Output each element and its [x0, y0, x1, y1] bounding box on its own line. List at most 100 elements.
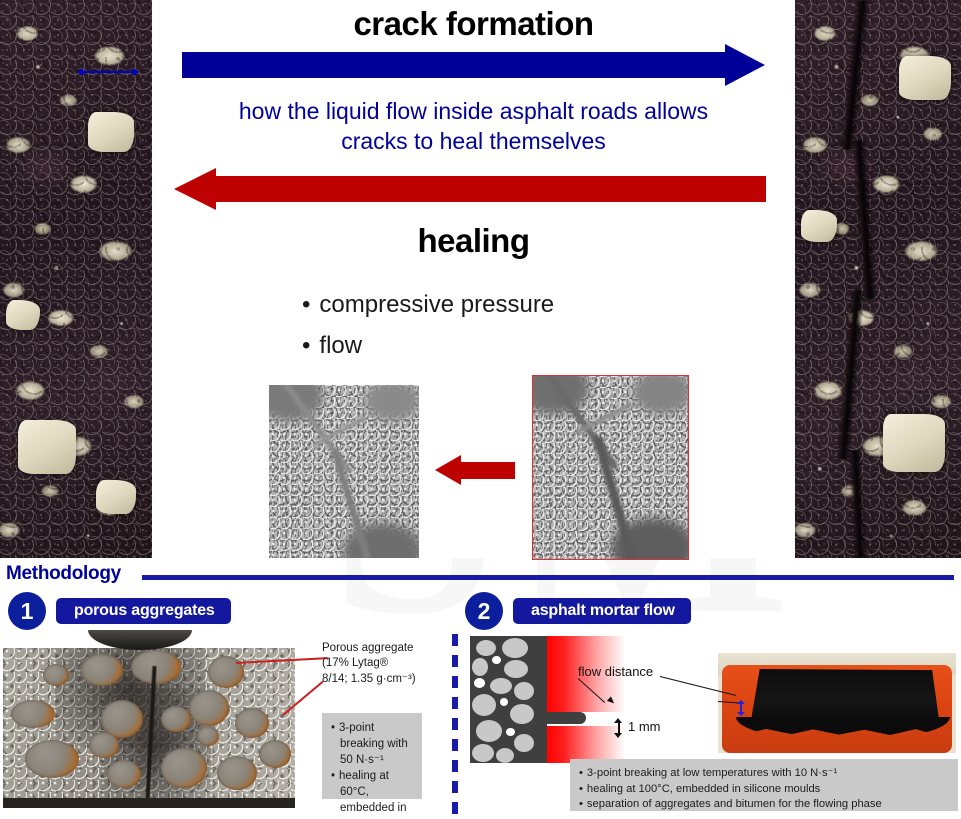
lytag-particle: [235, 708, 269, 738]
step-2-bullet: separation of aggregates and bitumen for…: [579, 797, 949, 813]
lytag-particle: [208, 656, 244, 688]
flow-heat-zone-bottom: [547, 726, 625, 763]
lytag-particle: [197, 726, 219, 746]
step-2-bullet: healing at 100°C, embedded in silicone m…: [579, 782, 949, 798]
aggregate-stone: [510, 704, 534, 724]
aggregate-stone: [476, 720, 502, 742]
mortar-specimen-photo: [718, 653, 956, 753]
lytag-particle: [25, 740, 79, 778]
caption-line-3: 8/14; 1.35 g·cm⁻³): [322, 672, 416, 685]
aggregate-void: [492, 656, 501, 664]
subtitle-line-1: how the liquid flow inside asphalt roads…: [238, 98, 709, 124]
subtitle-line-2: cracks to heal themselves: [341, 128, 606, 155]
silicone-mould: [722, 665, 952, 753]
aggregate-chunk: [883, 414, 945, 472]
aggregate-chunk: [18, 420, 76, 474]
flow-distance-label: flow distance: [578, 664, 654, 679]
flow-distance-measure-arrow: [77, 68, 139, 76]
loading-head: [88, 630, 192, 650]
healing-arrow: [174, 168, 766, 210]
arrow-head-left: [77, 68, 83, 76]
flow-heat-zone-top: [547, 636, 625, 712]
crack-formation-heading: crack formation: [353, 5, 594, 42]
healing-bullet-list: compressive pressure flow: [302, 284, 554, 367]
aggregate-stone: [476, 640, 496, 656]
ct-dark-region: [365, 385, 419, 421]
healing-bullet-item: compressive pressure: [302, 284, 554, 325]
lytag-particle: [259, 740, 291, 768]
asphalt-photo-left: [0, 0, 152, 558]
caption-line-1: Porous aggregate: [322, 642, 414, 654]
photo-gap-measure-arrow: [737, 700, 745, 716]
step-1-badge: 1: [8, 592, 46, 630]
step-2-title-pill: asphalt mortar flow: [513, 598, 691, 624]
lytag-particle: [217, 756, 257, 790]
bitumen-flow-spread: [736, 717, 950, 736]
specimen-photo: [3, 648, 295, 801]
aggregate-stone: [490, 678, 512, 694]
crack-formation-arrow: [182, 44, 765, 86]
step-1-bullets-box: 3-point breaking with 50 N·s⁻¹ healing a…: [322, 713, 422, 819]
measure-bar: [740, 703, 742, 713]
lytag-particle: [161, 748, 207, 788]
gap-label: 1 mm: [628, 719, 661, 734]
ct-scan-healed: [269, 385, 419, 558]
mortar-flow-schematic: [470, 636, 670, 763]
lytag-particle: [43, 664, 69, 686]
arrow-shaft: [459, 462, 515, 479]
measure-bar: [82, 71, 134, 74]
asphalt-photo-right: [795, 0, 961, 558]
aggregate-stone: [502, 638, 528, 658]
caption-line-2: (17% Lytag®: [322, 657, 389, 670]
ct-scan-cracked: [532, 375, 689, 560]
methodology-divider-rule: [142, 575, 954, 580]
arrow-head: [725, 44, 765, 86]
center-panel: crack formation how the liquid flow insi…: [152, 0, 795, 560]
aggregate-void: [500, 698, 508, 706]
porous-aggregate-caption: Porous aggregate (17% Lytag® 8/14; 1.35 …: [322, 641, 452, 687]
arrow-shaft: [182, 52, 727, 78]
gap-measure-arrow: [614, 718, 623, 738]
aggregate-chunk: [6, 300, 40, 330]
specimen-support-base: [3, 798, 295, 808]
aggregate-stone: [514, 734, 534, 752]
lytag-particle: [101, 700, 143, 738]
aggregate-void: [474, 678, 485, 688]
aggregate-chunk: [88, 112, 134, 152]
measure-bar: [618, 722, 620, 734]
aggregate-stone: [472, 744, 494, 762]
arrow-head-right: [133, 68, 139, 76]
mortar-horizontal-tongue: [538, 712, 586, 724]
step-2-badge: 2: [465, 592, 503, 630]
lytag-particle: [81, 654, 123, 686]
aggregate-stone: [472, 658, 488, 676]
aggregate-chunk: [899, 56, 951, 100]
column-divider: [452, 634, 458, 816]
aggregate-void: [506, 728, 515, 736]
lytag-particle: [107, 760, 141, 788]
healing-heading: healing: [417, 222, 530, 259]
lytag-particle: [89, 732, 119, 758]
arrow-head-up: [737, 700, 745, 704]
aggregate-column: [470, 636, 538, 763]
step-2-bullet: 3-point breaking at low temperatures wit…: [579, 766, 949, 782]
healing-direction-arrow: [435, 455, 515, 485]
aggregate-chunk: [96, 480, 136, 514]
aggregate-stone: [472, 694, 496, 716]
step-1-bullet: 3-point breaking with 50 N·s⁻¹: [331, 720, 413, 768]
healing-bullet-item: flow: [302, 325, 554, 366]
lytag-particle: [11, 700, 55, 728]
arrow-head-up: [614, 718, 622, 723]
subtitle: how the liquid flow inside asphalt roads…: [162, 96, 785, 157]
arrow-head-down: [737, 712, 745, 716]
aggregate-chunk: [801, 210, 837, 242]
arrow-head: [174, 168, 216, 210]
aggregate-stone: [514, 682, 534, 700]
step-2-bullets-box: 3-point breaking at low temperatures wit…: [570, 759, 958, 811]
aggregate-stone: [496, 748, 514, 763]
arrow-head: [435, 455, 461, 485]
lytag-particle: [161, 706, 191, 732]
lytag-particle: [189, 690, 229, 726]
